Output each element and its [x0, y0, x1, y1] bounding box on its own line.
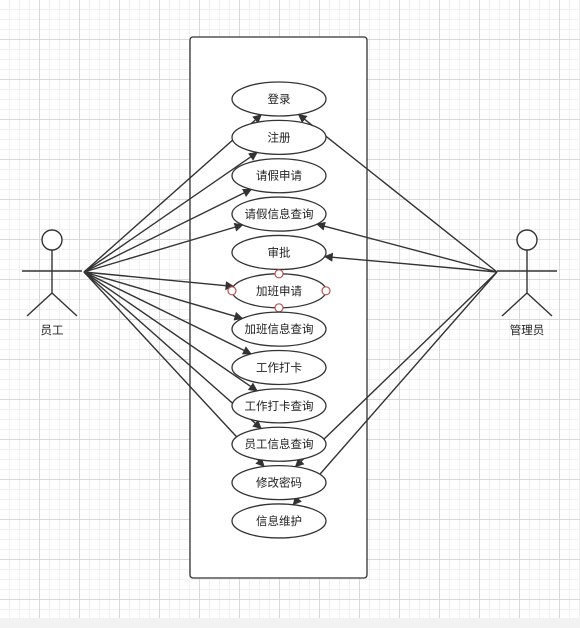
use-case-ellipse: [231, 81, 327, 117]
use-case-label: 请假申请: [256, 169, 302, 183]
association-admin-change-password[interactable]: [294, 271, 498, 468]
use-case-overtime-apply[interactable]: 加班申请: [227, 269, 331, 313]
use-case-register[interactable]: 注册: [231, 119, 327, 156]
use-case-label: 加班信息查询: [245, 322, 314, 336]
use-case-label: 修改密码: [256, 476, 302, 490]
actor-employee[interactable]: 员工: [22, 229, 82, 337]
use-case-label: 加班申请: [256, 284, 302, 298]
selection-handle[interactable]: [274, 303, 284, 313]
actor-employee-label: 员工: [41, 323, 64, 337]
associations: [83, 113, 498, 506]
actor-admin-label: 管理员: [510, 323, 545, 337]
selection-handle[interactable]: [321, 286, 331, 296]
association-employee-clock-in[interactable]: [83, 271, 252, 355]
association-employee-clock-query[interactable]: [83, 271, 258, 392]
use-case-login[interactable]: 登录: [231, 81, 327, 117]
use-case-ellipse: [231, 196, 327, 232]
use-case-label: 登录: [268, 92, 291, 106]
use-case-label: 工作打卡: [256, 361, 302, 375]
association-admin-leave-query[interactable]: [316, 221, 498, 273]
use-case-ellipse: [231, 388, 327, 424]
use-case-ellipse: [231, 426, 327, 462]
association-employee-leave-query[interactable]: [83, 222, 244, 273]
association-employee-leave-apply[interactable]: [83, 188, 253, 273]
association-employee-login[interactable]: [83, 114, 262, 273]
use-case-label: 信息维护: [256, 514, 302, 528]
use-case-label: 工作打卡查询: [245, 399, 314, 413]
association-admin-info-maintain[interactable]: [292, 271, 498, 506]
association-employee-employee-query[interactable]: [83, 271, 262, 430]
use-case-ellipse: [231, 158, 327, 194]
use-case-ellipse: [231, 119, 327, 156]
canvas-bottom-bar: [0, 618, 580, 628]
use-case-ellipse: [231, 464, 327, 501]
use-case-ellipse: [231, 503, 327, 539]
use-case-label: 请假信息查询: [245, 207, 314, 221]
use-case-label: 注册: [268, 130, 291, 144]
selection-handle[interactable]: [274, 269, 284, 279]
association-admin-approve[interactable]: [323, 252, 498, 273]
use-case-overtime-query[interactable]: 加班信息查询: [231, 311, 327, 347]
use-case-ellipse: [231, 349, 327, 386]
use-case-clock-in[interactable]: 工作打卡: [231, 349, 327, 386]
actor-employee-figure: [22, 229, 82, 317]
association-employee-change-password[interactable]: [83, 271, 265, 468]
use-case-leave-query[interactable]: 请假信息查询: [231, 196, 327, 232]
association-employee-register[interactable]: [83, 151, 258, 273]
selection-handle[interactable]: [227, 286, 237, 296]
actor-admin-figure: [497, 229, 557, 317]
use-case-change-password[interactable]: 修改密码: [231, 464, 327, 501]
use-case-leave-apply[interactable]: 请假申请: [231, 158, 327, 194]
use-case-clock-query[interactable]: 工作打卡查询: [231, 388, 327, 424]
association-employee-overtime-query[interactable]: [83, 271, 244, 321]
actor-admin[interactable]: 管理员: [497, 229, 557, 337]
use-case-employee-query[interactable]: 员工信息查询: [231, 426, 327, 462]
use-case-approve[interactable]: 审批: [231, 234, 327, 271]
association-admin-login[interactable]: [297, 113, 498, 273]
use-case-ellipse: [231, 311, 327, 347]
association-employee-overtime-apply[interactable]: [83, 271, 235, 291]
use-case-info-maintain[interactable]: 信息维护: [231, 503, 327, 539]
use-cases: 登录注册请假申请请假信息查询审批加班申请加班信息查询工作打卡工作打卡查询员工信息…: [227, 81, 331, 539]
use-case-label: 审批: [268, 245, 291, 259]
use-case-label: 员工信息查询: [245, 437, 314, 451]
